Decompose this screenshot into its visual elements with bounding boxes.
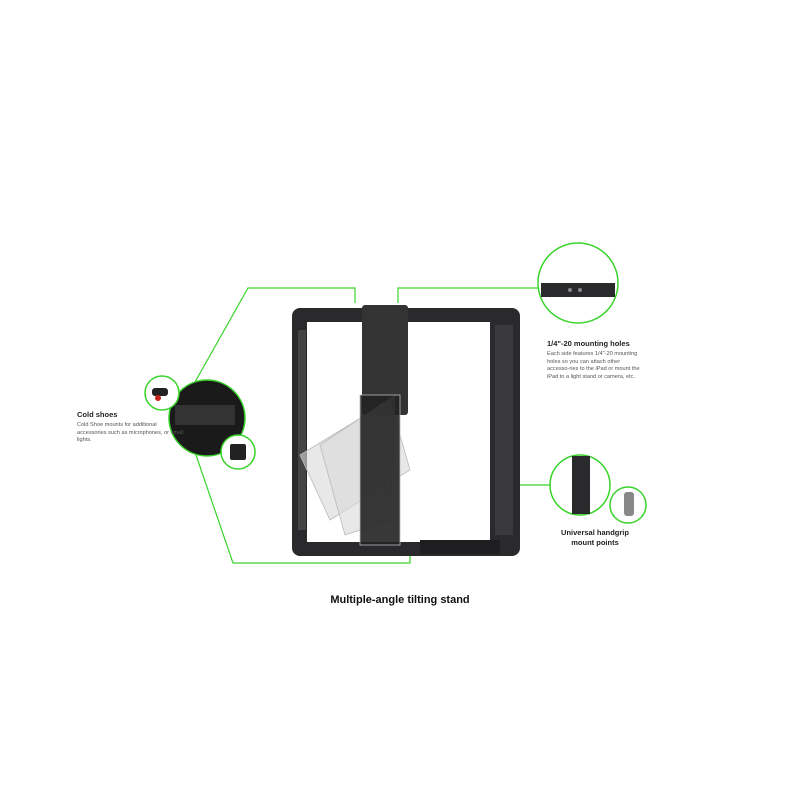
ipad-cage-frame xyxy=(292,305,520,556)
cold-shoe-detail-circle xyxy=(168,379,246,457)
cold-shoes-callout: Cold shoes Cold Shoe mounts for addition… xyxy=(77,410,187,445)
callout-title: 1/4"-20 mounting holes xyxy=(547,339,630,348)
callout-title: Cold shoes xyxy=(77,410,118,419)
tilting-stand xyxy=(299,394,411,546)
callout-body: Cold Shoe mounts for additional accessor… xyxy=(77,422,184,443)
handgrip-callout-title: Universal handgrip mount points xyxy=(561,528,629,547)
callout-body: Each side features 1/4"-20 mounting hole… xyxy=(547,351,640,380)
caption: Multiple-angle tilting stand xyxy=(330,594,470,606)
mounting-holes-callout: 1/4"-20 mounting holes Each side feature… xyxy=(547,339,642,381)
